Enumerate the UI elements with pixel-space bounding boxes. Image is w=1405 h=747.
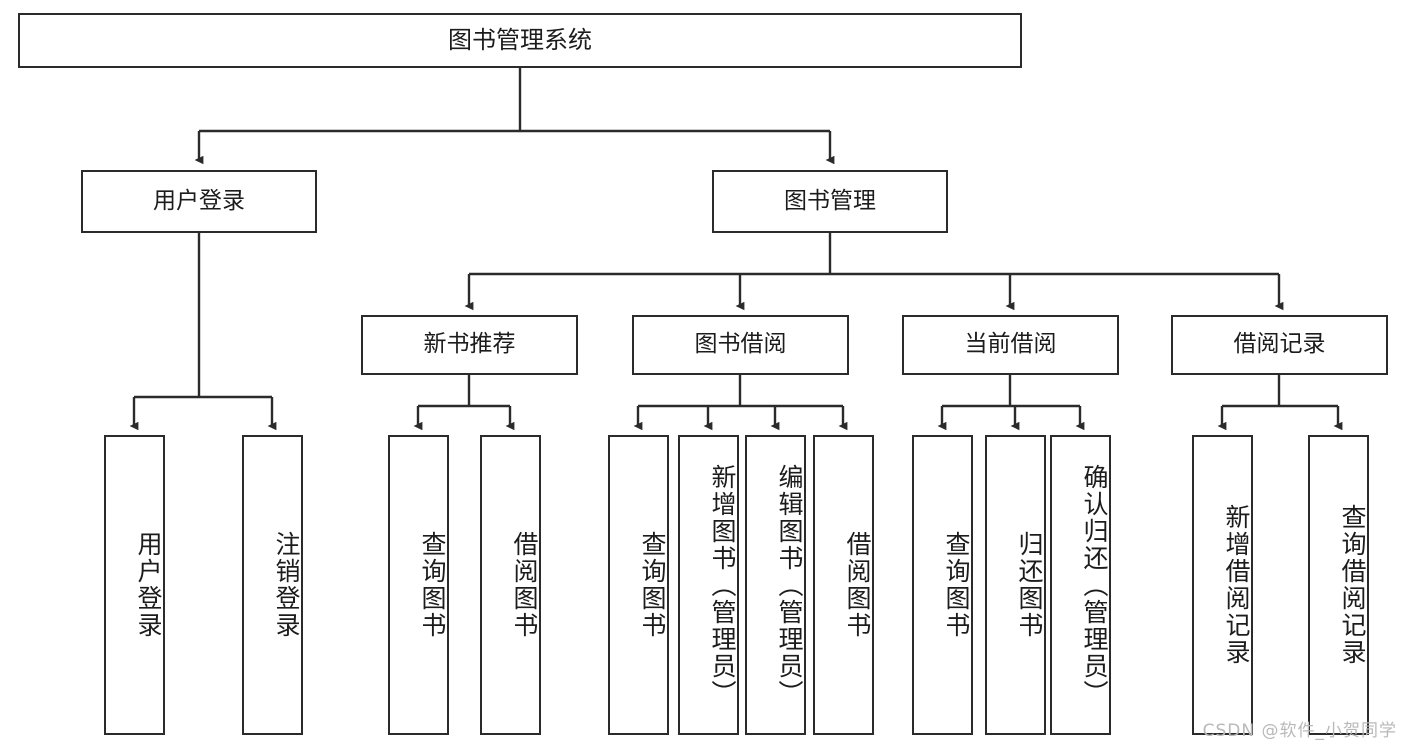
node-label: 用户登录 (153, 187, 245, 214)
node-label: 查询图书 (638, 531, 667, 639)
node-current-borrow[interactable]: 当前借阅 (902, 315, 1119, 375)
node-label: 借阅图书 (843, 531, 872, 639)
node-label: 新增借阅记录 (1222, 504, 1251, 666)
node-label: 新增图书（管理员） (708, 463, 737, 707)
node-leaf-add-borrow-record[interactable]: 新增借阅记录 (1192, 435, 1253, 735)
node-leaf-user-logout[interactable]: 注销登录 (242, 435, 303, 735)
node-label: 用户登录 (134, 531, 163, 639)
node-label: 当前借阅 (964, 331, 1057, 358)
node-new-book-recommend[interactable]: 新书推荐 (361, 315, 578, 375)
node-book-management[interactable]: 图书管理 (712, 170, 948, 233)
node-label: 编辑图书（管理员） (775, 463, 804, 707)
node-leaf-add-book[interactable]: 新增图书（管理员） (678, 435, 739, 735)
node-leaf-edit-book[interactable]: 编辑图书（管理员） (745, 435, 806, 735)
node-leaf-confirm-return[interactable]: 确认归还（管理员） (1050, 435, 1111, 735)
node-user-login[interactable]: 用户登录 (81, 170, 317, 233)
node-leaf-return-book[interactable]: 归还图书 (985, 435, 1046, 735)
node-label: 查询图书 (418, 531, 447, 639)
node-label: 查询图书 (942, 531, 971, 639)
node-borrow-record[interactable]: 借阅记录 (1171, 315, 1388, 375)
node-leaf-query-book-current[interactable]: 查询图书 (912, 435, 973, 735)
node-leaf-user-login[interactable]: 用户登录 (104, 435, 165, 735)
node-label: 图书借阅 (694, 331, 787, 358)
csdn-watermark: CSDN @软件_小贺同学 (1202, 721, 1397, 741)
node-label: 图书管理系统 (448, 26, 592, 55)
node-leaf-borrow-book[interactable]: 借阅图书 (813, 435, 874, 735)
node-label: 确认归还（管理员） (1080, 463, 1109, 707)
node-leaf-query-borrow-record[interactable]: 查询借阅记录 (1308, 435, 1369, 735)
node-label: 新书推荐 (423, 331, 516, 358)
node-label: 借阅图书 (510, 531, 539, 639)
node-book-borrow[interactable]: 图书借阅 (632, 315, 849, 375)
node-label: 图书管理 (784, 187, 876, 214)
node-label: 借阅记录 (1233, 331, 1326, 358)
node-leaf-borrow-book-recommend[interactable]: 借阅图书 (480, 435, 541, 735)
node-label: 注销登录 (272, 531, 301, 639)
node-label: 查询借阅记录 (1338, 504, 1367, 666)
node-leaf-query-book-recommend[interactable]: 查询图书 (388, 435, 449, 735)
node-label: 归还图书 (1015, 531, 1044, 639)
node-leaf-query-book-borrow[interactable]: 查询图书 (608, 435, 669, 735)
node-root-book-management-system[interactable]: 图书管理系统 (18, 13, 1022, 68)
